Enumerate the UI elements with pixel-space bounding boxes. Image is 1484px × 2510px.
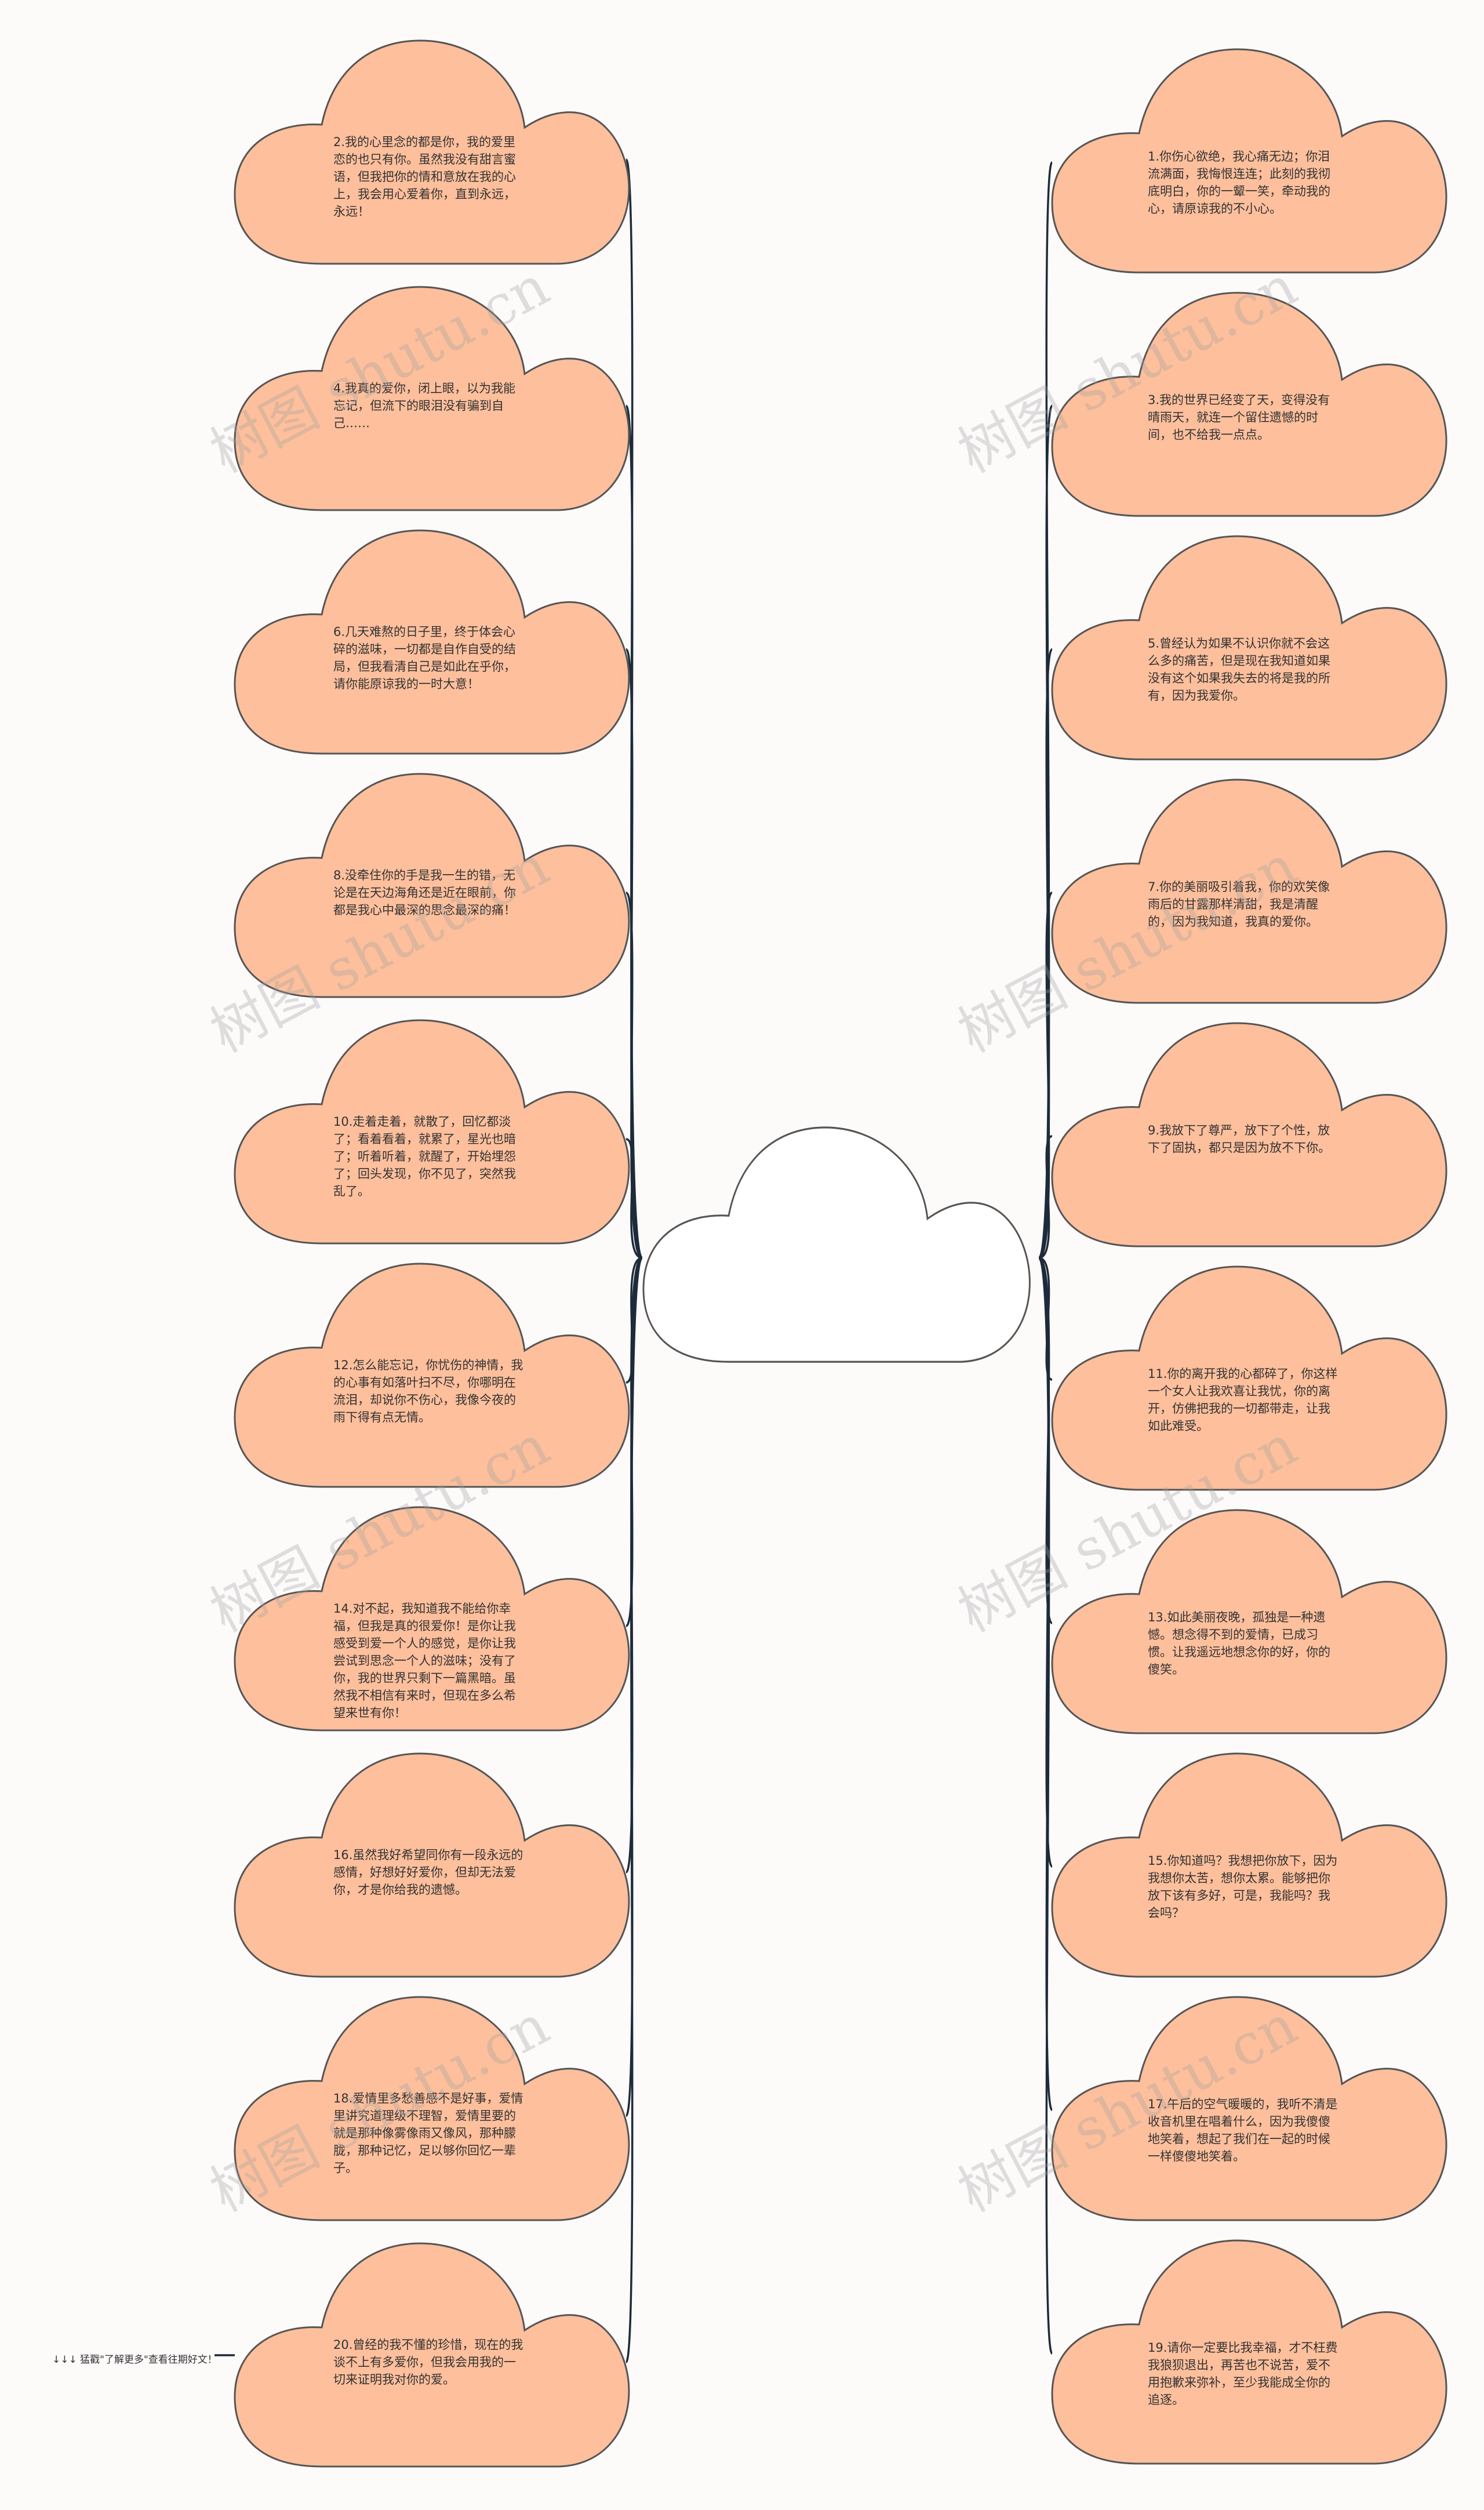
right-cloud-6[interactable] [1051,1265,1447,1491]
left-cloud-7[interactable] [234,1506,630,1731]
left-node-text-5: 10.走着走着，就散了，回忆都淡了；看着看着，就累了，星光也暗了；听着听着，就醒… [333,1115,516,1198]
right-cloud-1[interactable] [1051,48,1447,274]
right-cloud-10[interactable] [1051,2239,1447,2465]
left-node-text-1: 2.我的心里念的都是你，我的爱里恋的也只有你。虽然我没有甜言蜜语，但我把你的情和… [333,135,516,219]
right-cloud-9[interactable] [1051,1996,1447,2221]
right-cloud-3[interactable] [1051,535,1447,761]
connector-left-4 [625,892,643,1259]
connector-left-5 [625,1138,643,1259]
connector-right-5 [1038,1135,1053,1259]
left-node-text-7: 14.对不起，我知道我不能给你幸福，但我是真的很爱你！是你让我感受到爱一个人的感… [333,1602,516,1720]
left-node-text-9: 18.爱情里多愁善感不是好事，爱情里讲究道理级不理智，爱情里要的就是那种像雾像雨… [333,2091,523,2175]
right-cloud-7[interactable] [1051,1509,1447,1734]
right-node-text-8: 15.你知道吗？我想把你放下，因为我想你太苦，想你太累。能够把你放下该有多好，可… [1148,1854,1338,1920]
right-node-text-5: 9.我放下了尊严，放下了个性，放下了固执，都只是因为放不下你。 [1148,1123,1330,1155]
left-node-text-2: 4.我真的爱你，闭上眼，以为我能忘记，但流下的眼泪没有骗到自己…… [333,381,516,430]
left-node-text-8: 16.虽然我好希望同你有一段永远的感情，好想好好爱你，但却无法爱你，才是你给我的… [333,1848,523,1897]
connector-left-10 [625,1257,643,2363]
connector-right-3 [1038,648,1053,1259]
right-node-text-4: 7.你的美丽吸引着我，你的欢笑像雨后的甘露那样清甜，我是清醒的，因为我知道，我真… [1148,880,1330,929]
right-node-text-1: 1.你伤心欲绝，我心痛无边；你泪流满面，我悔恨连连；此刻的我彻底明白，你的一颦一… [1148,150,1330,216]
right-node-text-9: 17.午后的空气暖暖的，我听不清是收音机里在唱着什么，因为我傻傻地笑着，想起了我… [1148,2097,1338,2163]
right-node-text-2: 3.我的世界已经变了天，变得没有晴雨天，就连一个留住遗憾的时间，也不给我一点点。 [1148,393,1330,442]
left-node-text-3: 6.几天难熬的日子里，终于体会心碎的滋味，一切都是自作自受的结局，但我看清自己是… [333,625,516,691]
right-node-text-10: 19.请你一定要比我幸福，才不枉费我狼狈退出，再苦也不说苦，爱不用抱歉来弥补，至… [1148,2341,1338,2407]
left-node-text-10: 20.曾经的我不懂的珍惜，现在的我谈不上有多爱你，但我会用我的一切来证明我对你的… [333,2338,523,2387]
right-cloud-2[interactable] [1051,292,1447,517]
connector-right-10 [1038,1257,1053,2355]
connector-right-4 [1038,892,1053,1259]
right-cloud-4[interactable] [1051,779,1447,1004]
left-cloud-4[interactable] [234,773,630,998]
left-cloud-6[interactable] [234,1263,630,1488]
left-cloud-3[interactable] [234,529,630,755]
right-node-text-7: 13.如此美丽夜晚，孤独是一种遗憾。想念得不到的爱情，已成习惯。让我遥远地想念你… [1148,1610,1330,1676]
left-node-text-4: 8.没牵住你的手是我一生的错，无论是在天边海角还是近在眼前，你都是我心中最深的思… [333,868,516,917]
right-cloud-5[interactable] [1051,1022,1447,1247]
right-cloud-8[interactable] [1051,1752,1447,1978]
left-cloud-9[interactable] [234,1996,630,2221]
left-cloud-8[interactable] [234,1752,630,1978]
footer-note: ↓↓↓ 猛戳"了解更多"查看往期好文！ [52,2354,217,2366]
left-cloud-5[interactable] [234,1019,630,1245]
right-node-text-6: 11.你的离开我的心都碎了，你这样一个女人让我欢喜让我忧，你的离开，仿佛把我的一… [1148,1367,1338,1433]
left-cloud-1[interactable] [234,39,630,265]
left-cloud-2[interactable] [234,286,630,511]
center-node[interactable] [642,1126,1031,1363]
right-node-text-3: 5.曾经认为如果不认识你就不会这么多的痛苦，但是现在我知道如果没有这个如果我失去… [1148,636,1330,703]
left-cloud-10[interactable] [234,2242,630,2468]
left-node-text-6: 12.怎么能忘记，你忧伤的神情，我的心事有如落叶扫不尽，你哪明在流泪，却说你不伤… [333,1358,523,1424]
